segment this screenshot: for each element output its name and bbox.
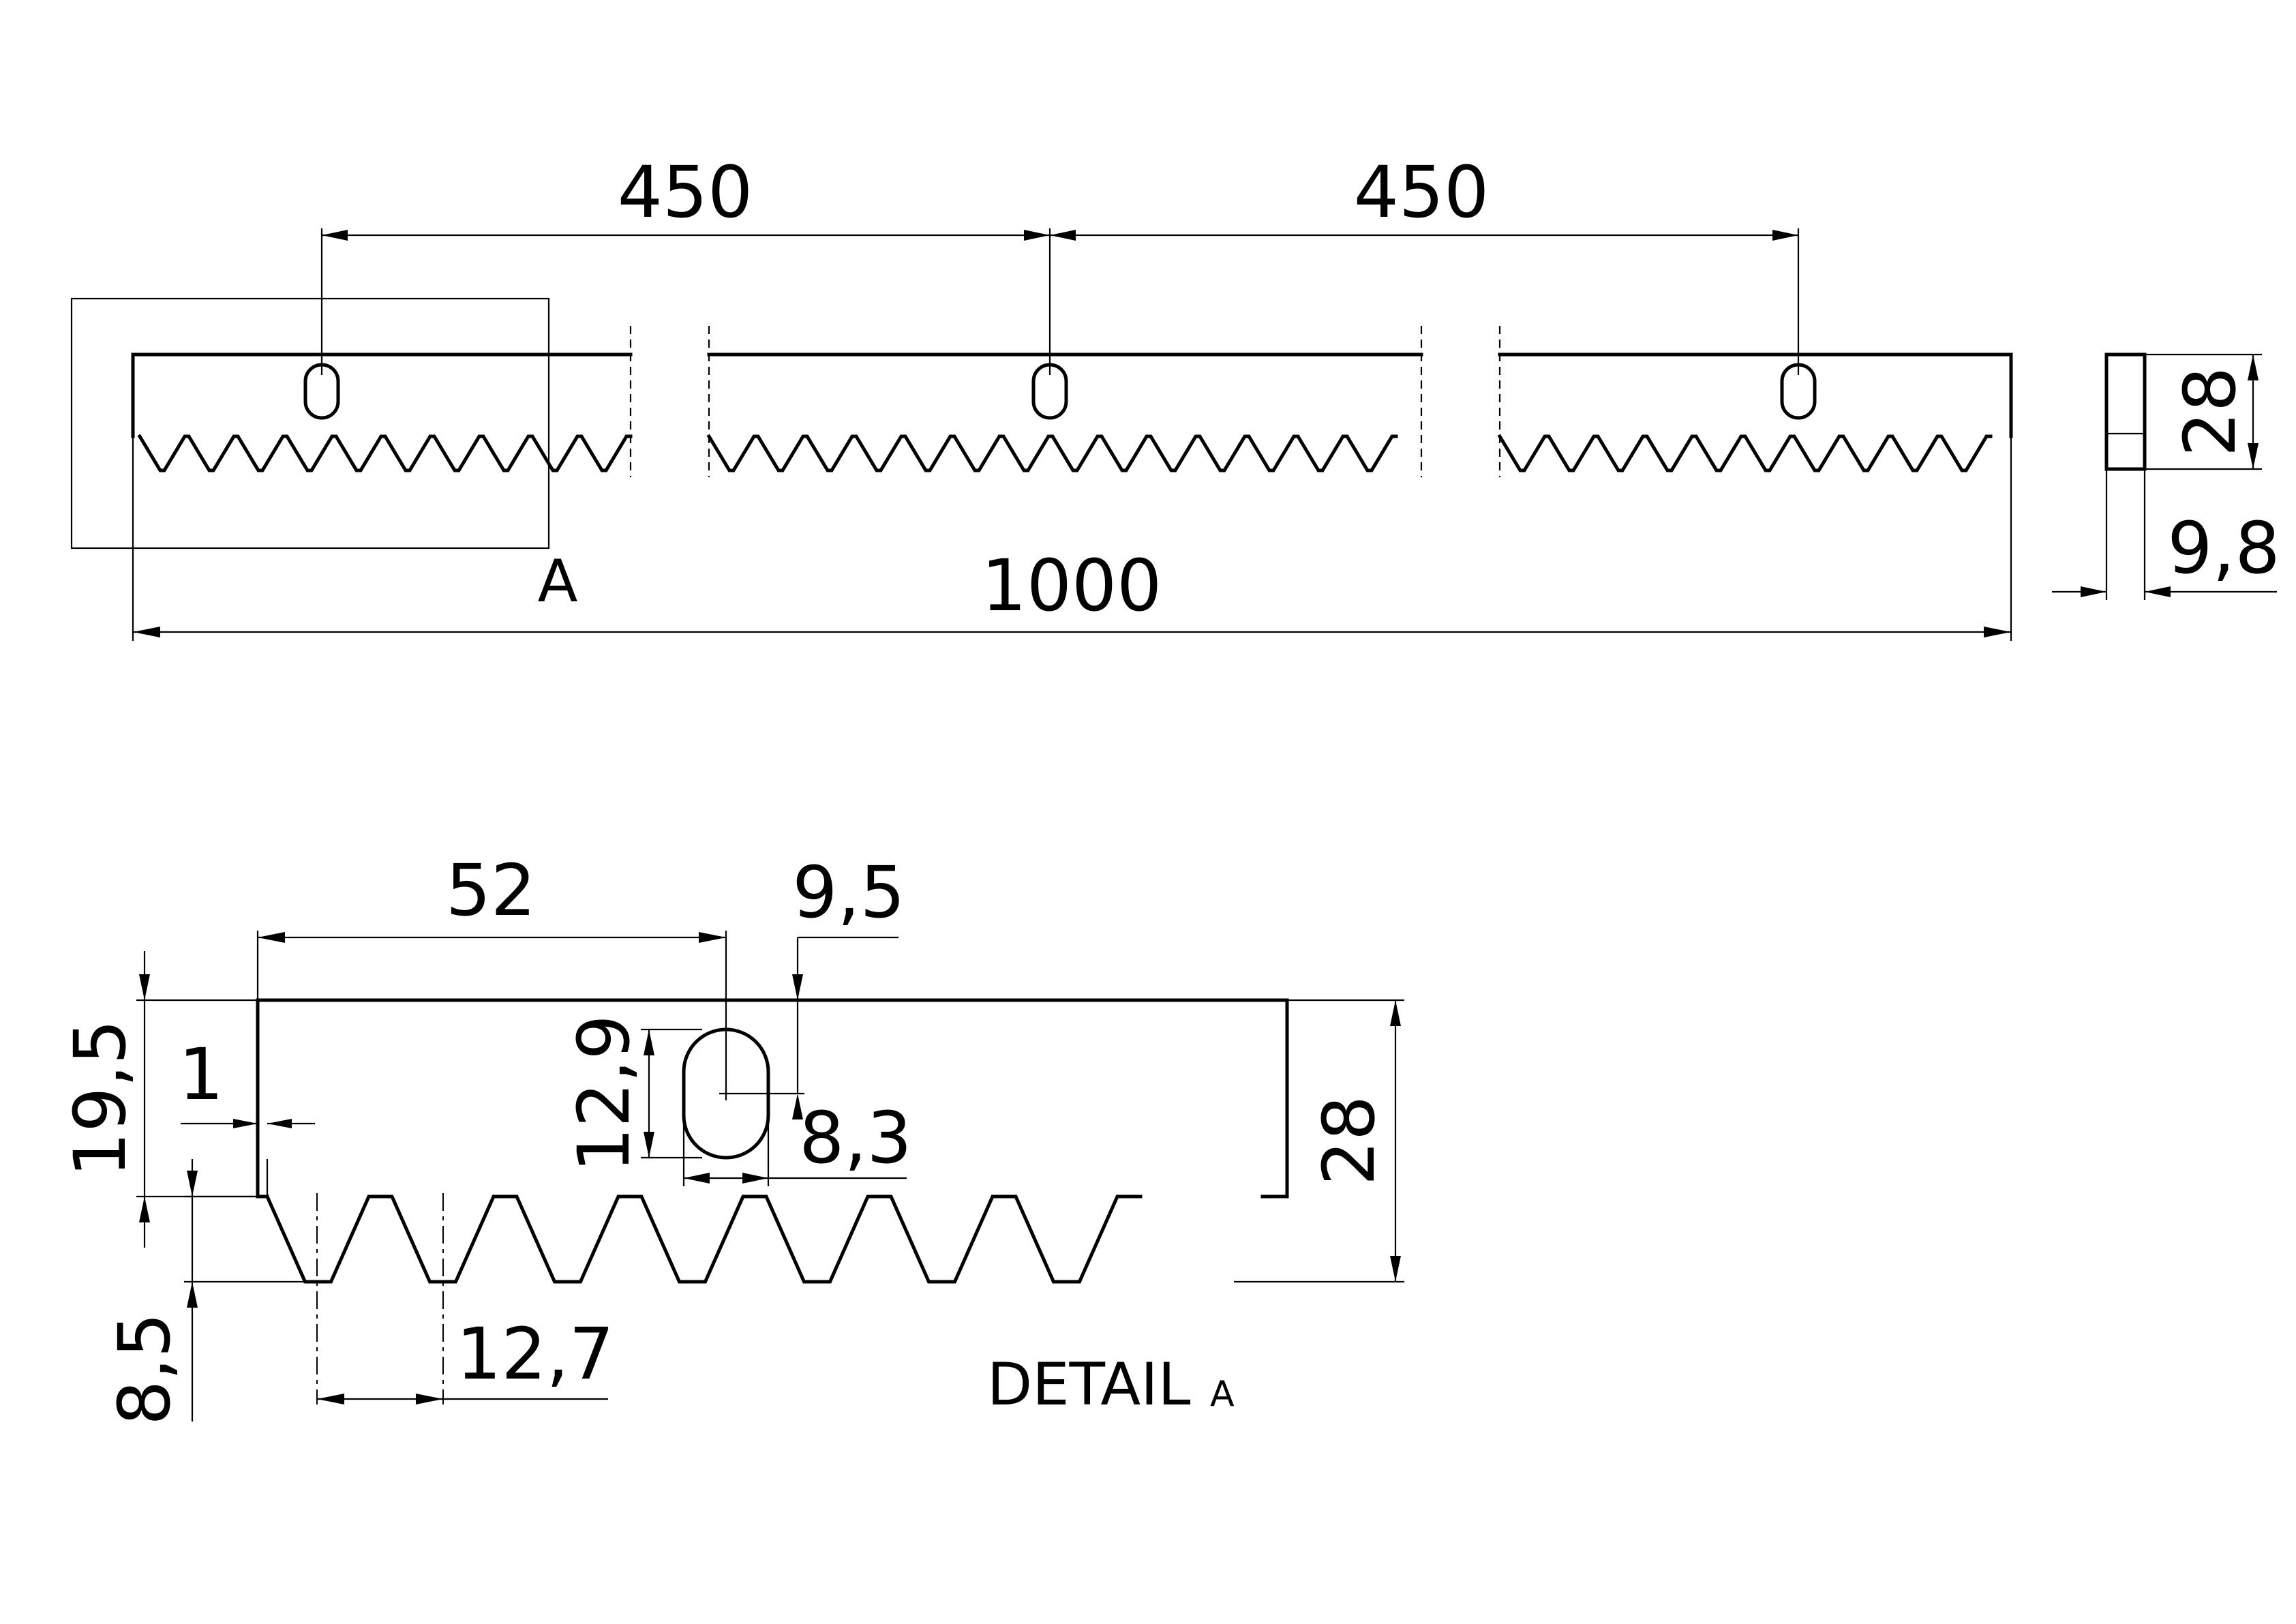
detail-dim-8-3: 8,3 [682,1094,912,1186]
detail-dim-9-5: 9,5 [733,851,905,1119]
detail-body-top-and-right [256,998,1289,1199]
arrow [267,1119,292,1128]
detail-a-marker: A [538,547,578,616]
dimension-hole-length: 12,9 [562,1014,646,1173]
rack-teeth-left [137,434,633,472]
arrow [187,1171,198,1197]
arrow [1390,1000,1401,1026]
dimension-detail-offset: 52 [446,849,536,932]
arrow [1390,1256,1401,1282]
detail-dim-12-7: 12,7 [317,1312,614,1404]
dimension-hole-width: 8,3 [799,1096,911,1179]
arrow [1772,230,1798,241]
arrow [258,932,285,943]
rack-side-view: 28 9,8 [2052,352,2280,600]
detail-dim-52: 52 [256,849,727,1094]
spacing-dimensions: 450 450 [320,151,1800,375]
rack-top-view: A [70,297,2013,616]
rack-teeth-right [1497,434,1993,472]
detail-teeth [265,1194,1143,1284]
detail-a-view: DETAIL A [256,998,1289,1419]
detail-body-left [256,998,269,1199]
detail-title-suffix: A [1210,1374,1235,1415]
side-profile [2104,352,2147,471]
dimension-overall-length: 1000 [982,544,1162,627]
arrow [2248,443,2259,469]
arrow [684,1173,710,1184]
arrow [322,230,348,241]
arrow [2145,586,2171,597]
arrow [1984,627,2011,637]
arrow [139,1197,150,1222]
arrow [792,974,803,1000]
dimension-tooth-base-height: 19,5 [59,1019,142,1177]
dimension-side-height: 28 [2169,367,2252,457]
dimension-tooth-depth: 8,5 [103,1312,186,1425]
arrow [742,1173,768,1184]
detail-title-word: DETAIL [987,1351,1191,1419]
arrow [699,932,726,943]
detail-dim-19-5: 19,5 [59,951,267,1248]
arrow [2248,355,2259,380]
arrow [416,1394,443,1404]
detail-a-boundary [70,297,550,550]
arrow [644,1132,654,1158]
dimension-detail-height: 28 [1308,1096,1391,1186]
arrow [792,1094,803,1119]
dimension-hole-to-top: 9,5 [792,851,905,934]
detail-dim-8-5: 8,5 [103,1159,314,1426]
detail-title: DETAIL [987,1351,1191,1419]
dimension-edge-step: 1 [179,1033,224,1116]
arrow [187,1282,198,1308]
dimension-spacing-left: 450 [618,151,753,234]
dimension-thickness: 9,8 [2167,507,2280,590]
arrow [317,1394,344,1404]
arrow [233,1119,258,1128]
rack-teeth-middle [706,434,1398,472]
dimension-spacing-right: 450 [1354,151,1490,234]
detail-dim-12-9: 12,9 [562,1014,702,1173]
arrow [139,974,150,1000]
arrow [1024,230,1050,241]
detail-dim-1: 1 [179,1033,315,1197]
arrow [644,1029,654,1055]
arrow [2081,586,2106,597]
dimension-tooth-pitch: 12,7 [456,1312,614,1396]
overall-length-dimension: 1000 [132,436,2012,641]
arrow [1050,230,1076,241]
detail-dim-28: 28 [1234,999,1404,1283]
arrow [133,627,160,637]
